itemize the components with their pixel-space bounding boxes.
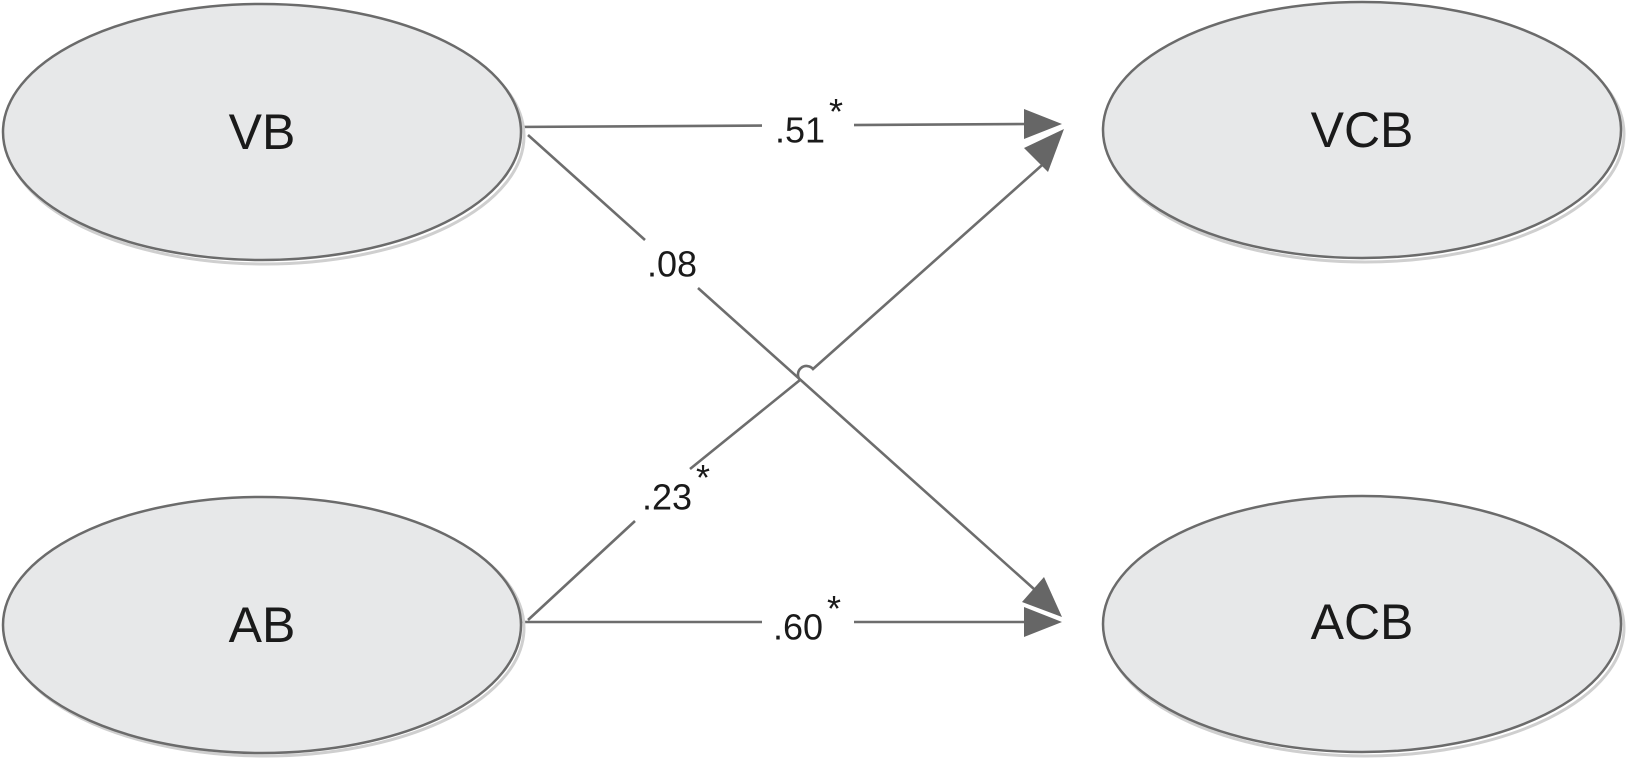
edge-ab-vcb-line-b (689, 157, 1051, 471)
node-vb: VB (1, 2, 526, 266)
edge-ab-acb-arrowhead (1024, 607, 1062, 637)
edge-label-ab-acb-significance: * (827, 588, 841, 629)
node-ab-ellipse (1, 495, 523, 755)
edge-ab-vcb (527, 129, 1064, 621)
edge-label-ab-acb-coefficient: .60 (773, 607, 823, 648)
edge-ab-vcb-line-a (527, 520, 636, 621)
node-acb-ellipse (1101, 494, 1623, 754)
edge-ab-vcb-arrowhead (1024, 129, 1064, 172)
node-vb-ellipse (1, 2, 523, 262)
node-vb-label: VB (229, 104, 296, 160)
edge-label-vb-acb-coefficient: .08 (647, 244, 697, 285)
edge-label-vb-vcb-significance: * (829, 91, 843, 132)
edge-vb-acb (527, 134, 1062, 617)
edge-label-ab-vcb-significance: * (696, 457, 710, 498)
node-vcb-label: VCB (1311, 102, 1414, 158)
node-vcb-ellipse (1101, 0, 1623, 260)
node-ab: AB (1, 495, 526, 758)
edge-label-vb-acb: .08 (647, 244, 697, 285)
edge-label-ab-vcb-coefficient: .23 (642, 477, 692, 518)
node-ab-label: AB (229, 597, 296, 653)
edge-vb-acb-line-b (697, 287, 1045, 599)
edge-vb-acb-arrowhead (1022, 577, 1062, 617)
edge-label-ab-acb: .60 * (762, 588, 854, 648)
edge-label-vb-vcb: .51 * (762, 91, 854, 151)
node-vcb: VCB (1101, 0, 1626, 264)
edge-vb-vcb-arrowhead (1024, 109, 1062, 139)
node-acb-label: ACB (1311, 594, 1414, 650)
node-acb: ACB (1101, 494, 1626, 758)
edge-label-vb-vcb-coefficient: .51 (775, 110, 825, 151)
edge-vb-acb-line-a (527, 134, 646, 241)
edge-label-ab-vcb: .23 * (642, 457, 710, 518)
